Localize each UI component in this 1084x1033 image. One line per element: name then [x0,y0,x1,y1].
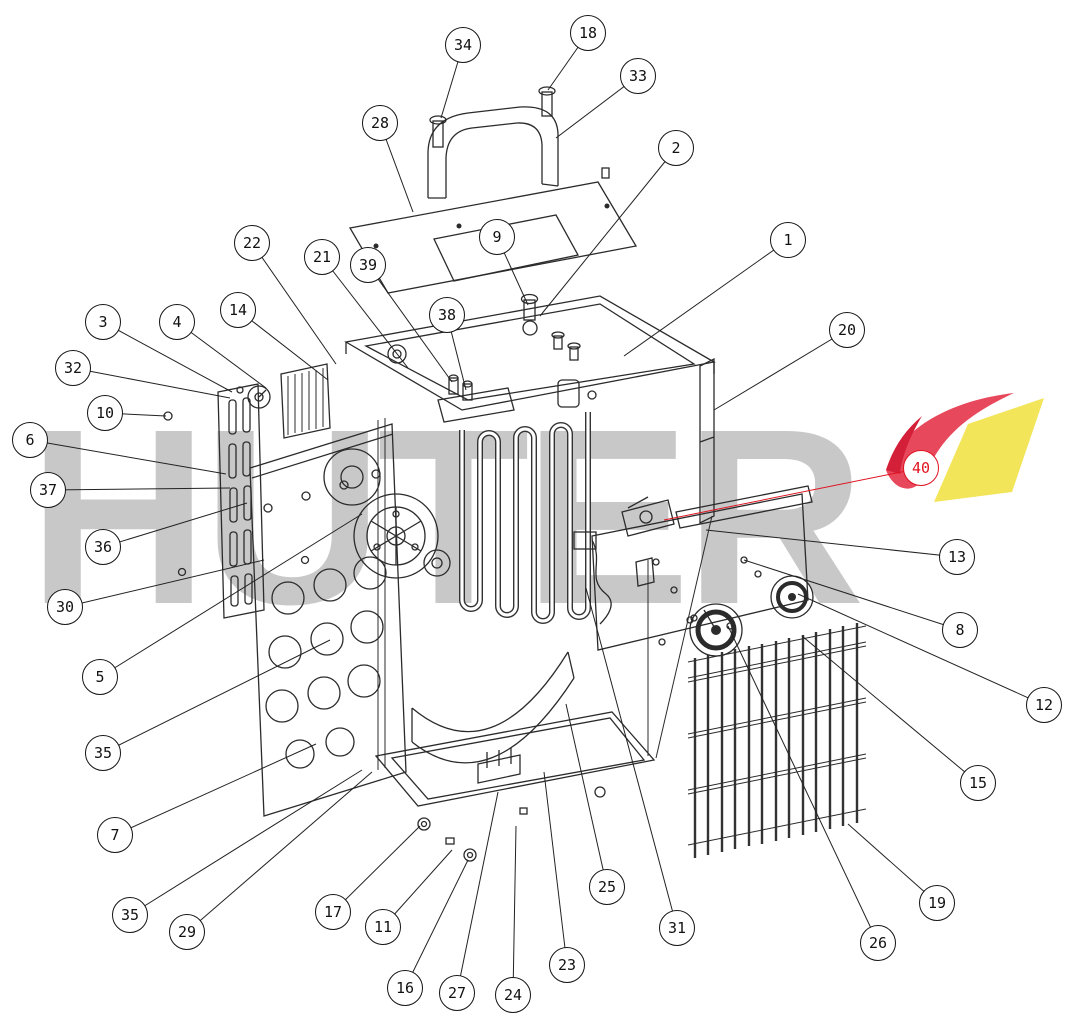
top-handle [427,86,559,199]
gauge-dial [247,385,271,409]
base-frame [374,651,656,862]
heating-element [437,387,591,624]
wire-guard [687,623,867,858]
control-panel [573,485,814,657]
right-corner-post [699,357,715,525]
fan-assembly [323,448,451,579]
watermark-text: HUTER [28,377,865,656]
top-mounted-parts [387,293,597,408]
frame-channels [377,418,713,770]
perforated-front-panel [249,423,407,817]
